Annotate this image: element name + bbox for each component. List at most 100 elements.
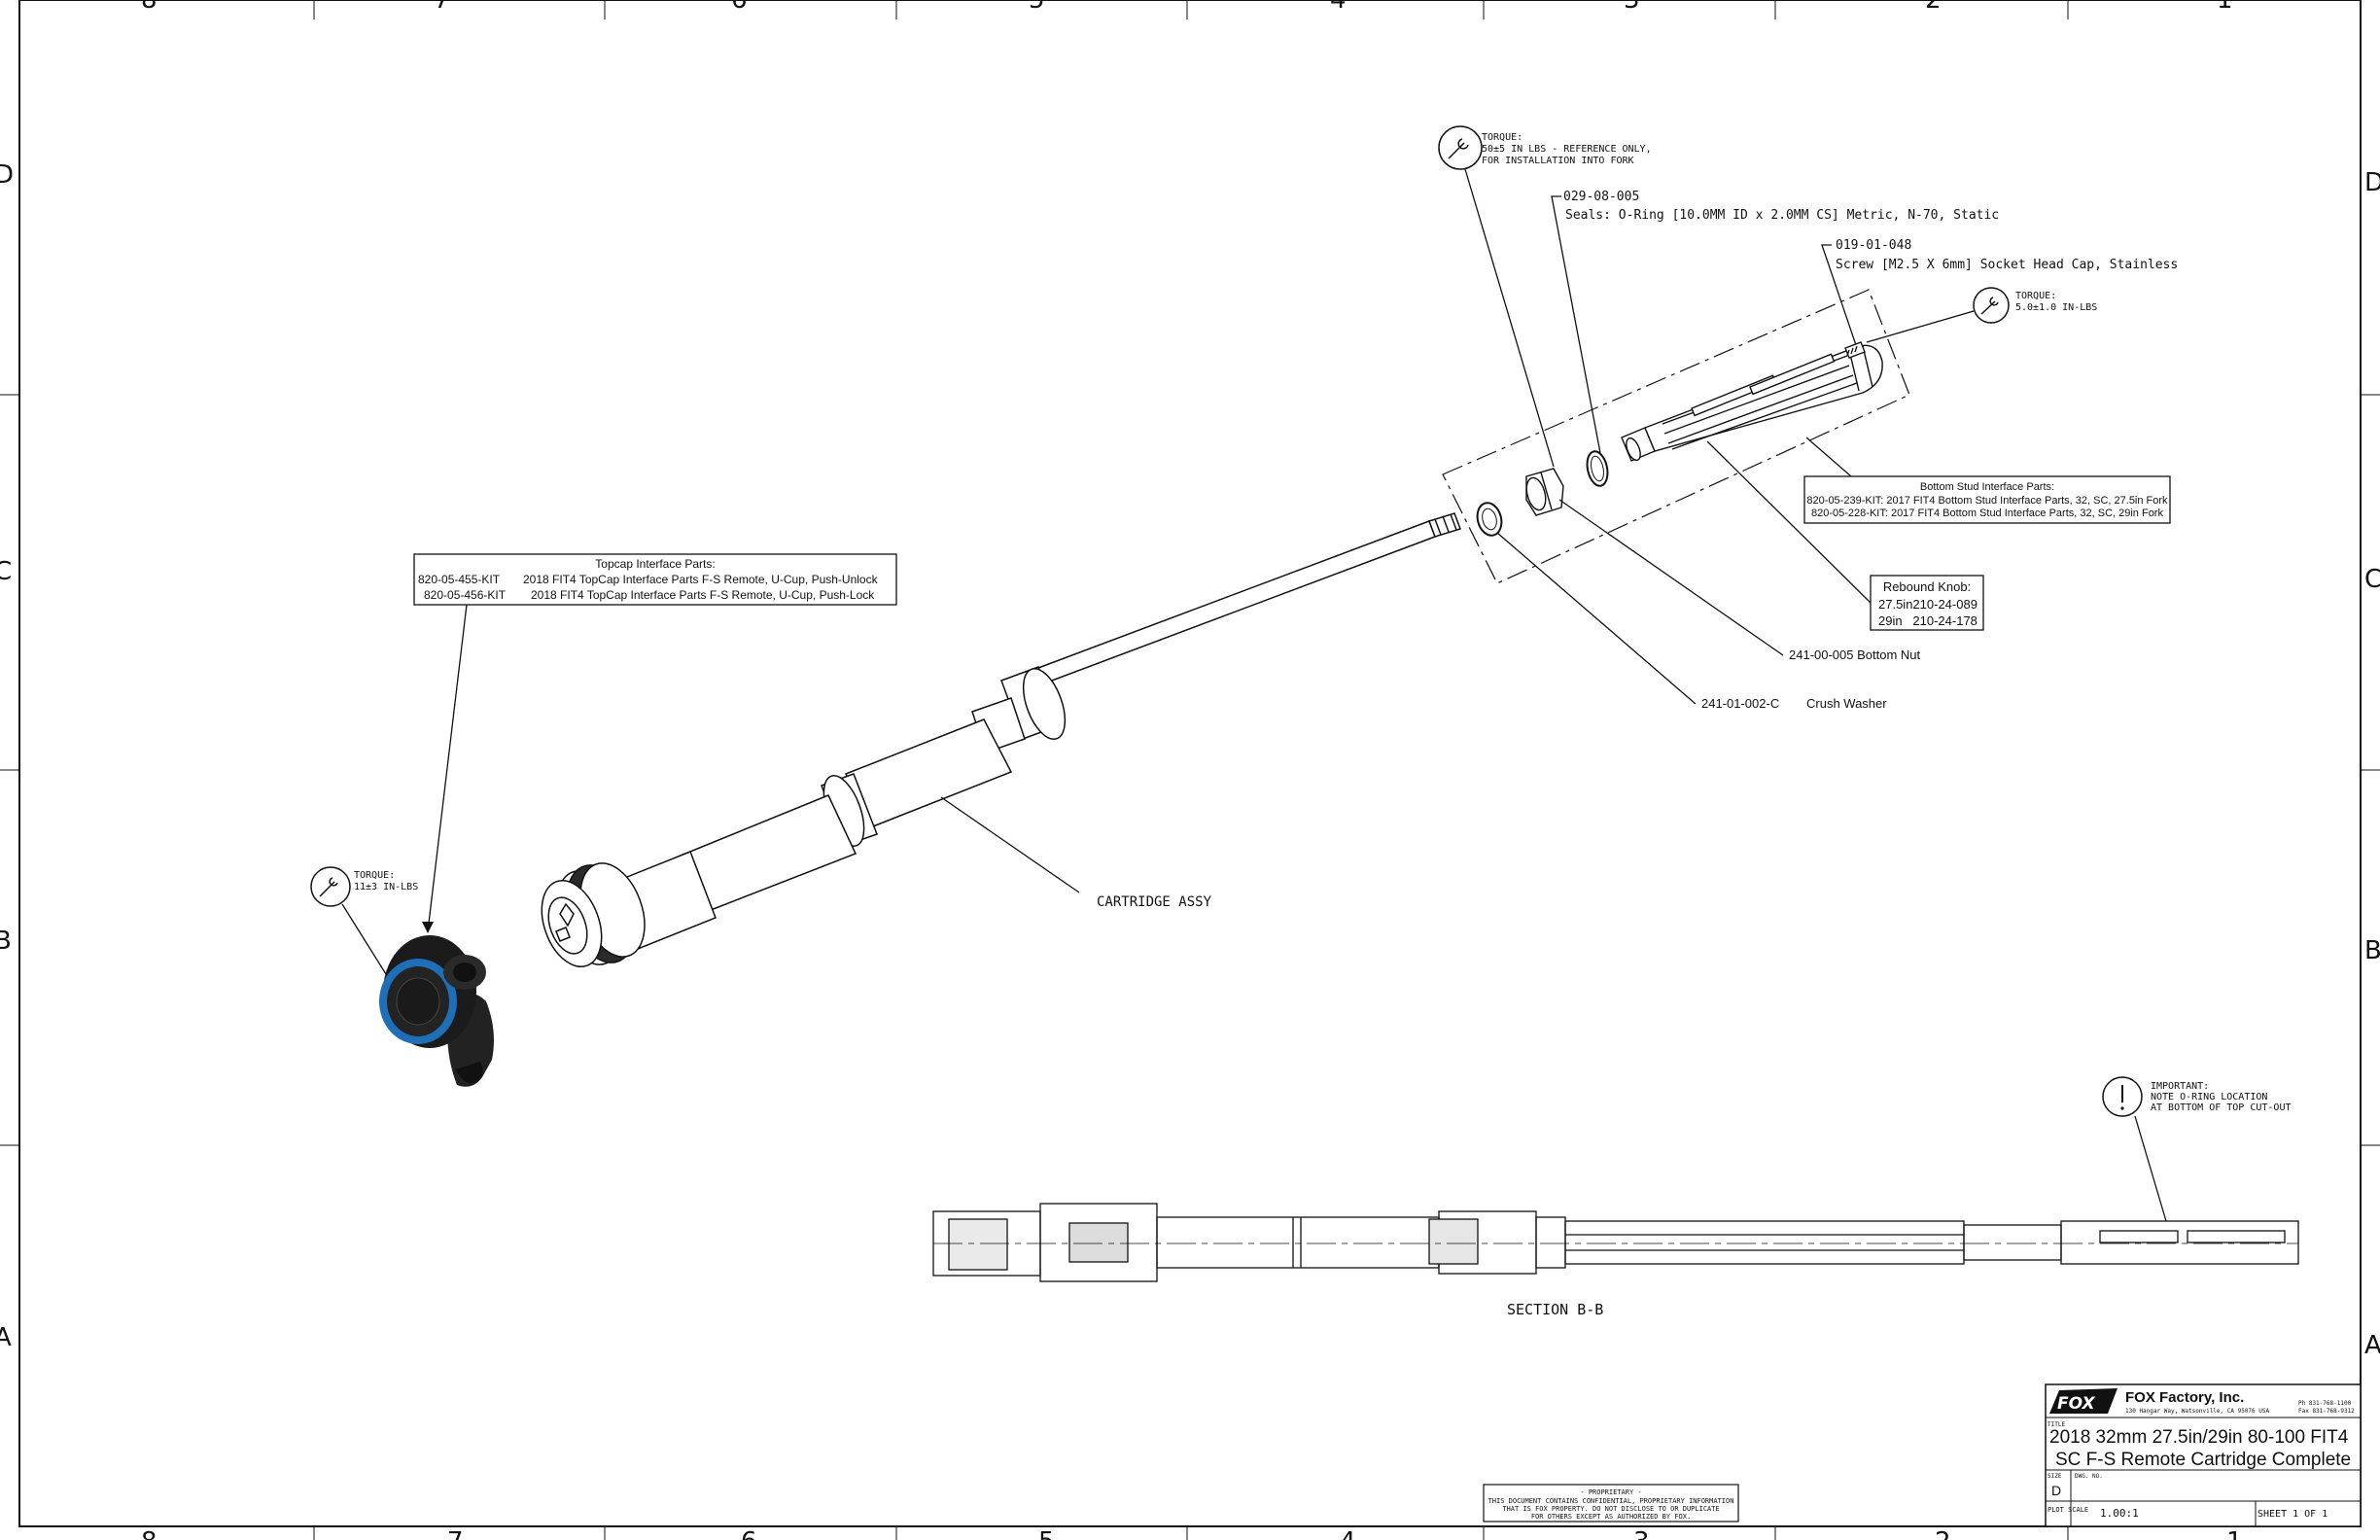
rebound-knob-title: Rebound Knob: bbox=[1883, 579, 1971, 594]
topcap-row2-desc: 2018 FIT4 TopCap Interface Parts F-S Rem… bbox=[531, 588, 875, 602]
zone-left-A: A bbox=[0, 1323, 12, 1352]
section-b-b-view bbox=[932, 1203, 2299, 1282]
zone-bottom-1: 1 bbox=[2226, 1527, 2243, 1540]
bottom-stud-line1: 820-05-239-KIT: 2017 FIT4 Bottom Stud In… bbox=[1806, 495, 2168, 507]
zone-right-B: B bbox=[2364, 936, 2380, 965]
company-name: FOX Factory, Inc. bbox=[2125, 1389, 2244, 1406]
torque-screw-line2: 5.0±1.0 IN-LBS bbox=[2015, 302, 2097, 313]
zone-top-6: 6 bbox=[731, 0, 748, 15]
plot-scale-value: 1.00:1 bbox=[2100, 1507, 2139, 1520]
proprietary-line2: THIS DOCUMENT CONTAINS CONFIDENTIAL, PRO… bbox=[1488, 1497, 1734, 1505]
logo-text: FOX bbox=[2057, 1394, 2095, 1414]
bottom-nut-callout: 241-00-005 Bottom Nut bbox=[1558, 499, 1921, 662]
torque-fork-line1: TORQUE: bbox=[1482, 132, 1522, 143]
rebound-knob-callout: Rebound Knob: 27.5in210-24-089 29in 210-… bbox=[1706, 440, 1984, 631]
zone-bottom-6: 6 bbox=[741, 1527, 757, 1540]
company-phone: Ph 831-768-1100 bbox=[2298, 1400, 2352, 1407]
topcap-row2-part: 820-05-456-KIT bbox=[424, 588, 507, 602]
topcap-remote-knob bbox=[379, 935, 494, 1087]
bottom-stud-title: Bottom Stud Interface Parts: bbox=[1920, 481, 2054, 493]
drawing-title-line2: SC F-S Remote Cartridge Complete bbox=[2055, 1450, 2351, 1470]
zone-top-5: 5 bbox=[1029, 0, 1045, 15]
screw-callout: 019-01-048 Screw [M2.5 X 6mm] Socket Hea… bbox=[1821, 238, 2178, 349]
size-value: D bbox=[2051, 1483, 2061, 1498]
zone-right-C: C bbox=[2364, 565, 2380, 594]
crush-washer-description: Crush Washer bbox=[1806, 696, 1887, 711]
title-block: FOX FOX Factory, Inc. 130 Hangar Way, Wa… bbox=[2045, 1383, 2362, 1527]
bottom-nut-part bbox=[1525, 468, 1564, 516]
screw-description: Screw [M2.5 X 6mm] Socket Head Cap, Stai… bbox=[1836, 258, 2178, 272]
rebound-knob-line1: 27.5in210-24-089 bbox=[1878, 597, 1978, 612]
zone-bottom-8: 8 bbox=[141, 1527, 158, 1540]
proprietary-notice: - PROPRIETARY - THIS DOCUMENT CONTAINS C… bbox=[1483, 1484, 1739, 1522]
crush-washer-part bbox=[1476, 502, 1503, 537]
zone-top-2: 2 bbox=[1925, 0, 1942, 15]
exclamation-icon bbox=[2102, 1076, 2143, 1117]
bottom-stud-callout: Bottom Stud Interface Parts: 820-05-239-… bbox=[1803, 437, 2171, 524]
torque-note-topcap: TORQUE: 11±3 IN-LBS bbox=[310, 866, 418, 983]
title-label: TITLE bbox=[2048, 1421, 2065, 1428]
important-note: IMPORTANT: NOTE O-RING LOCATION AT BOTTO… bbox=[2102, 1076, 2292, 1222]
cartridge-label: CARTRIDGE ASSY bbox=[1097, 894, 1212, 910]
zone-bottom-7: 7 bbox=[447, 1527, 464, 1540]
zone-bottom-4: 4 bbox=[1340, 1527, 1356, 1540]
zone-top-1: 1 bbox=[2217, 0, 2233, 15]
screw-part bbox=[1844, 341, 1866, 359]
torque-note-fork-install: TORQUE: 50±5 IN LBS - REFERENCE ONLY, FO… bbox=[1438, 125, 1652, 468]
oring-description: Seals: O-Ring [10.0MM ID x 2.0MM CS] Met… bbox=[1565, 208, 1999, 223]
crush-washer-callout: 241-01-002-C Crush Washer bbox=[1496, 532, 1887, 711]
topcap-callout: Topcap Interface Parts: 820-05-455-KIT 2… bbox=[413, 553, 897, 933]
torque-fork-line3: FOR INSTALLATION INTO FORK bbox=[1482, 156, 1634, 166]
zone-top-7: 7 bbox=[434, 0, 450, 15]
zone-left-D: D bbox=[0, 160, 14, 190]
fox-logo: FOX bbox=[2049, 1388, 2118, 1414]
section-label: SECTION B-B bbox=[1507, 1301, 1603, 1318]
topcap-title: Topcap Interface Parts: bbox=[595, 557, 715, 571]
zone-bottom-2: 2 bbox=[1935, 1527, 1951, 1540]
company-fax: Fax 831-768-9312 bbox=[2298, 1408, 2355, 1415]
zone-top-8: 8 bbox=[141, 0, 158, 15]
crush-washer-part-number: 241-01-002-C bbox=[1701, 696, 1779, 711]
oring-part-number: 029-08-005 bbox=[1563, 190, 1639, 204]
proprietary-line3: THAT IS FOX PROPERTY. DO NOT DISCLOSE TO… bbox=[1502, 1505, 1719, 1513]
sheet-number: SHEET 1 OF 1 bbox=[2258, 1509, 2328, 1520]
zone-top-3: 3 bbox=[1624, 0, 1640, 15]
bottom-stud-line2: 820-05-228-KIT: 2017 FIT4 Bottom Stud In… bbox=[1811, 508, 2163, 519]
topcap-row1-desc: 2018 FIT4 TopCap Interface Parts F-S Rem… bbox=[523, 573, 879, 586]
cartridge-assembly bbox=[541, 512, 1461, 968]
screw-part-number: 019-01-048 bbox=[1836, 238, 1911, 253]
torque-wrench-icon bbox=[310, 866, 351, 907]
important-line1: IMPORTANT: bbox=[2151, 1081, 2209, 1092]
zone-left-C: C bbox=[0, 557, 12, 586]
plot-scale-label: PLOT SCALE bbox=[2048, 1506, 2088, 1514]
torque-topcap-line1: TORQUE: bbox=[354, 870, 395, 881]
exploded-view-boundary bbox=[1442, 289, 1910, 584]
torque-fork-line2: 50±5 IN LBS - REFERENCE ONLY, bbox=[1482, 144, 1652, 155]
important-line2: NOTE O-RING LOCATION bbox=[2151, 1092, 2267, 1102]
zone-left-B: B bbox=[0, 927, 12, 956]
topcap-row1-part: 820-05-455-KIT bbox=[418, 573, 501, 586]
oring-part bbox=[1586, 450, 1609, 487]
important-line3: AT BOTTOM OF TOP CUT-OUT bbox=[2151, 1102, 2292, 1113]
proprietary-line1: - PROPRIETARY - bbox=[1580, 1488, 1641, 1496]
drawing-title-line1: 2018 32mm 27.5in/29in 80-100 FIT4 bbox=[2049, 1427, 2349, 1448]
rebound-knob-line2: 29in 210-24-178 bbox=[1878, 613, 1978, 628]
company-address: 130 Hangar Way, Watsonville, CA 95076 US… bbox=[2125, 1408, 2269, 1415]
zone-right-A: A bbox=[2364, 1331, 2380, 1360]
oring-callout: 029-08-005 Seals: O-Ring [10.0MM ID x 2.… bbox=[1551, 190, 1999, 454]
torque-note-screw: TORQUE: 5.0±1.0 IN-LBS bbox=[1866, 287, 2097, 343]
cartridge-callout: CARTRIDGE ASSY bbox=[940, 796, 1212, 910]
size-label: SIZE bbox=[2048, 1473, 2062, 1480]
bottom-stud-part bbox=[1621, 344, 1883, 462]
zone-bottom-3: 3 bbox=[1633, 1527, 1650, 1540]
torque-topcap-line2: 11±3 IN-LBS bbox=[354, 882, 418, 892]
proprietary-line4: FOR OTHERS EXCEPT AS AUTHORIZED BY FOX. bbox=[1531, 1513, 1691, 1521]
zone-right-D: D bbox=[2364, 168, 2380, 197]
torque-wrench-icon bbox=[1973, 287, 2010, 324]
torque-screw-line1: TORQUE: bbox=[2015, 291, 2056, 301]
torque-wrench-icon bbox=[1438, 125, 1483, 170]
zone-bottom-5: 5 bbox=[1038, 1527, 1055, 1540]
